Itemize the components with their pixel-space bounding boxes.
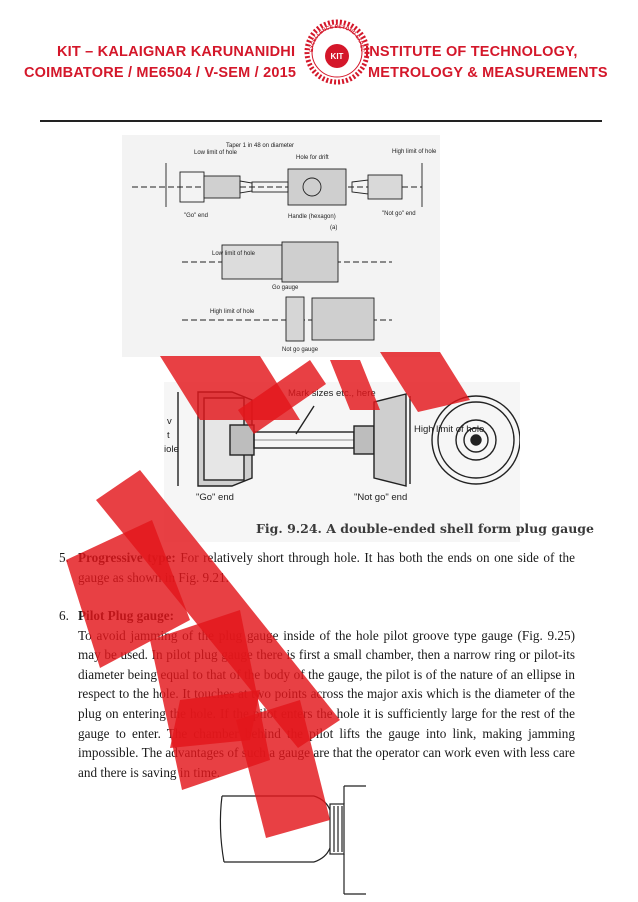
list-item-number: 6. (59, 608, 69, 623)
double-ended-gauge-drawing (132, 163, 423, 207)
list-item-text: To avoid jamming of the plug gauge insid… (78, 627, 575, 780)
label-high-limit: High limit of hole (392, 149, 437, 155)
header-institute-name: KIT – KALAIGNAR KARUNANIDHI (57, 44, 296, 60)
figure-pilot-plug-gauge (219, 785, 366, 895)
figure-plug-gauge-sketch: Low limit of hole Taper 1 in 48 on diame… (122, 135, 440, 357)
logo-sun-rays (304, 19, 370, 85)
label-hole-drift: Hole for drift (296, 155, 329, 161)
list-item-title: Pilot Plug gauge: (78, 608, 174, 623)
label-high-limit-2: High limit of hole (210, 309, 255, 315)
label-taper: Taper 1 in 48 on diameter (226, 143, 294, 149)
pilot-gauge-drawing (219, 785, 366, 895)
list-item-number: 5. (59, 550, 69, 565)
label-mark-sizes: Mark sizes etc., here (288, 388, 376, 399)
list-item-body: Progressive type: For relatively short t… (78, 548, 575, 587)
list-item-pilot: 6. Pilot Plug gauge: To avoid jamming of… (59, 606, 575, 782)
page-header: KIT – KALAIGNAR KARUNANIDHI INSTITUTE OF… (0, 38, 638, 122)
header-divider (40, 120, 602, 122)
label-not-go-end: "Not go" end (382, 211, 416, 217)
go-gauge-drawing (182, 241, 392, 283)
label-not-go-end: "Not go" end (354, 492, 407, 503)
logo-text: KIT (331, 52, 344, 61)
list-item-title: Progressive type: (78, 550, 176, 565)
label-part-a: (a) (330, 225, 337, 231)
list-item-progressive: 5. Progressive type: For relatively shor… (59, 548, 575, 587)
list-item-body: Pilot Plug gauge: To avoid jamming of th… (78, 606, 575, 782)
label-left-t: t (167, 430, 170, 441)
label-high-limit: High limit of hole (414, 424, 484, 435)
header-course-code: COIMBATORE / ME6504 / V-SEM / 2015 (24, 65, 297, 81)
label-low-limit-2: Low limit of hole (212, 251, 256, 257)
header-institute-type: INSTITUTE OF TECHNOLOGY, (365, 44, 578, 60)
figure-caption: Fig. 9.24. A double-ended shell form plu… (256, 521, 594, 536)
label-low-limit: Low limit of hole (194, 150, 238, 156)
label-handle: Handle (hexagon) (288, 214, 336, 220)
label-go-end: "Go" end (196, 492, 234, 503)
label-left-v: v (167, 416, 172, 427)
figure-shell-plug-gauge: Mark sizes etc., here v t iole High limi… (164, 382, 520, 542)
not-go-gauge-drawing (182, 296, 392, 342)
label-go-gauge: Go gauge (272, 285, 299, 291)
label-go-end: "Go" end (184, 213, 208, 219)
header-subject: METROLOGY & MEASUREMENTS (368, 65, 608, 81)
kit-logo: EXCELLENCE BEYOND EXPECTATION KIT (303, 18, 370, 85)
label-not-go-gauge: Not go gauge (282, 347, 319, 353)
label-left-hole: iole (164, 444, 179, 455)
